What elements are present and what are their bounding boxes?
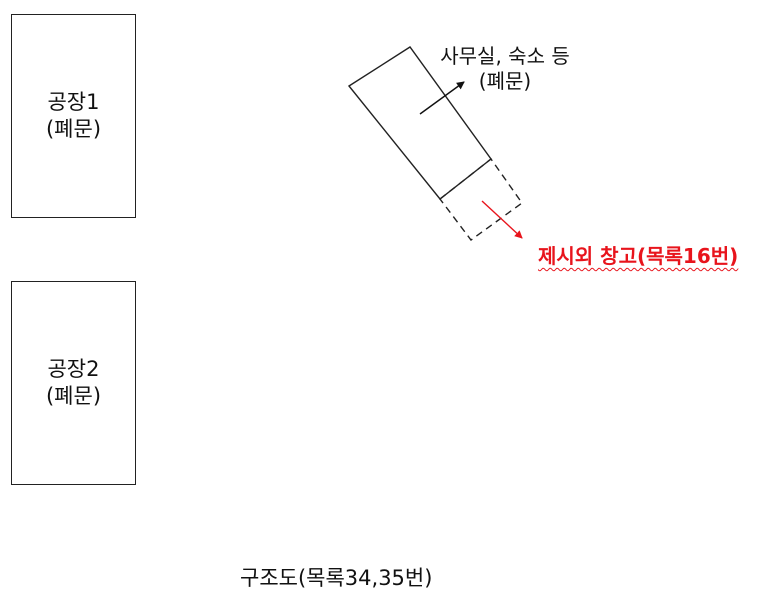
- office-label: 사무실, 숙소 등 (폐문): [425, 44, 585, 94]
- warehouse-annex: [439, 157, 523, 241]
- warehouse-label-text: 제시외 창고(목록16번): [538, 244, 739, 268]
- warehouse-label: 제시외 창고(목록16번): [538, 244, 738, 269]
- factory-2-status: (폐문): [45, 384, 102, 408]
- factory-2-name: 공장2: [47, 356, 100, 381]
- factory-1-name: 공장1: [47, 89, 100, 114]
- warehouse-arrow: [481, 200, 523, 239]
- office-arrow: [419, 81, 465, 115]
- office-label-line2: (폐문): [478, 69, 532, 93]
- factory-1-status: (폐문): [45, 117, 102, 141]
- diagram-caption: 구조도(목록34,35번): [240, 566, 433, 590]
- factory-2-building: 공장2 (폐문): [11, 281, 136, 485]
- factory-1-building: 공장1 (폐문): [11, 14, 136, 218]
- office-label-line1: 사무실, 숙소 등: [440, 44, 570, 68]
